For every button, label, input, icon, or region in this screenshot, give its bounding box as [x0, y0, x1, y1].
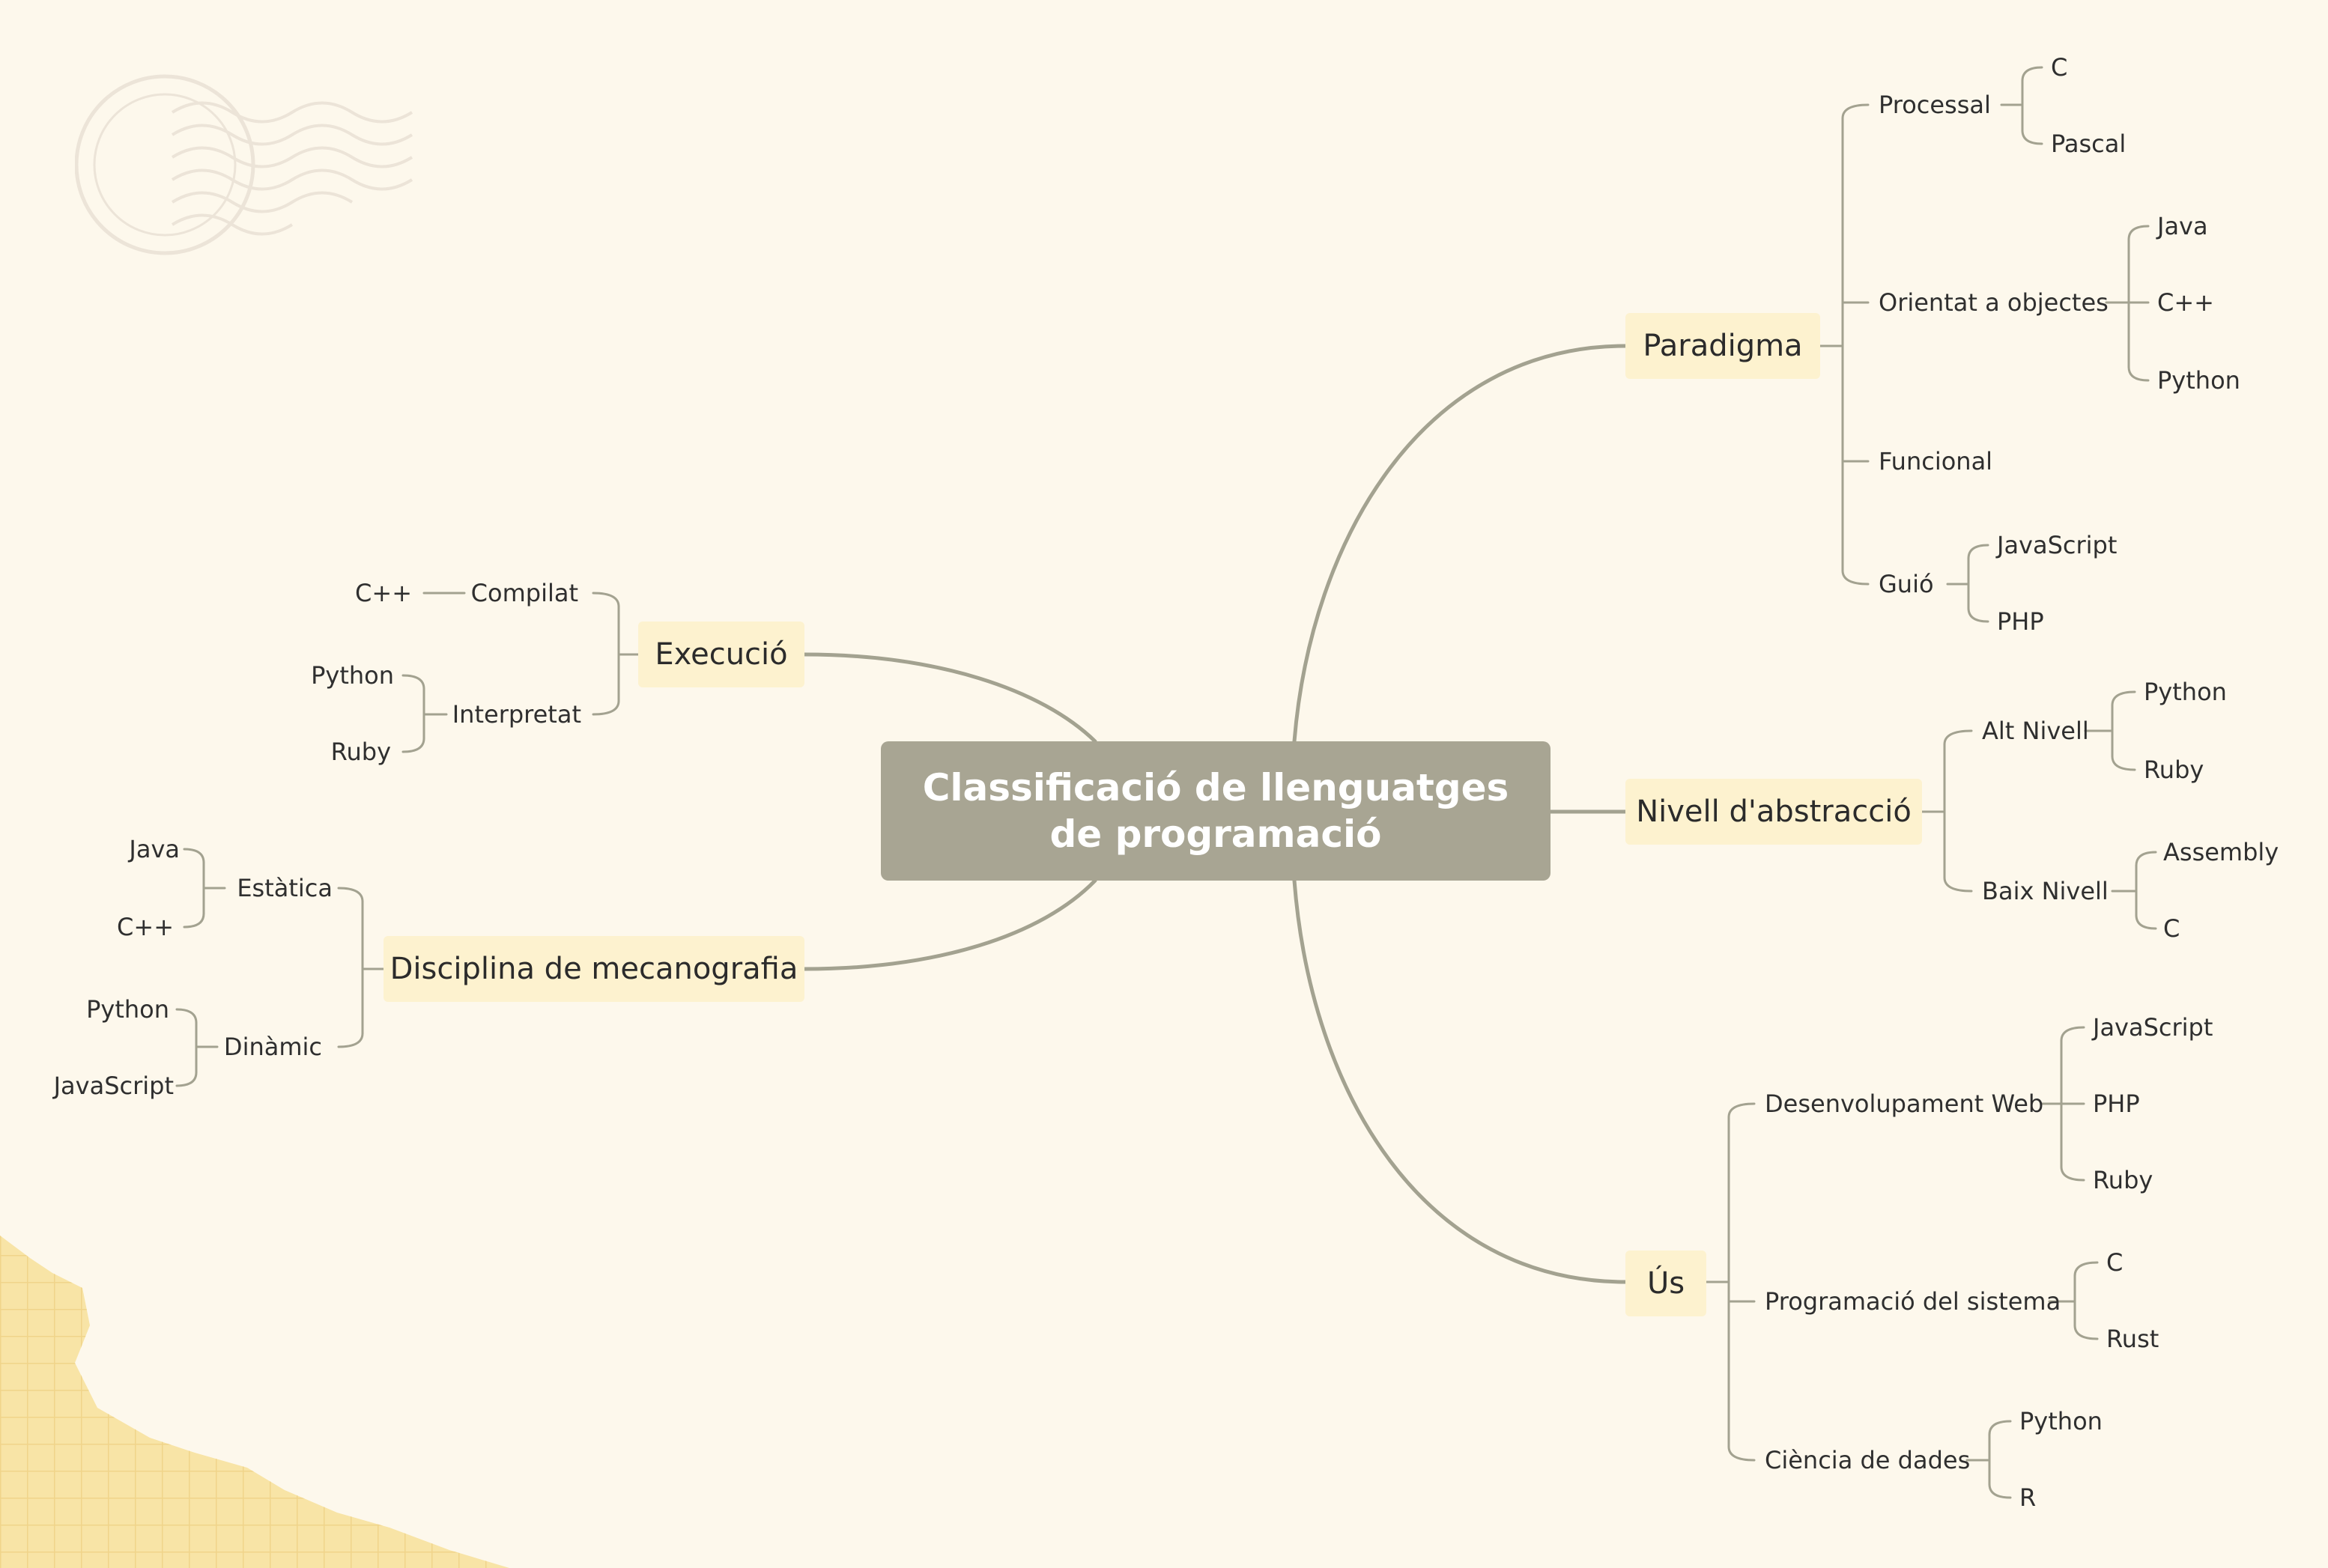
node-oo-cpp[interactable]: C++ [2157, 288, 2214, 317]
branch-us[interactable]: Ús [1625, 1251, 1706, 1316]
bracket-sistema-arm [2073, 1324, 2099, 1340]
branch-nivell-abstraccio[interactable]: Nivell d'abstracció [1625, 779, 1922, 845]
bracket-guio-arm [1967, 544, 1989, 560]
central-topic-label: Classificació de llenguatges de programa… [922, 766, 1509, 856]
node-processal[interactable]: Processal [1879, 91, 1991, 119]
bracket-processal-arm [2021, 129, 2043, 145]
branch-label: Ús [1646, 1266, 1685, 1301]
node-web-php[interactable]: PHP [2093, 1090, 2140, 1118]
bracket-interpretat-arm [401, 674, 425, 690]
node-compilat[interactable]: Compilat [470, 579, 578, 607]
bracket-dinamic-arm [175, 1008, 198, 1024]
bracket-us-arm [1727, 1445, 1756, 1462]
node-funcional[interactable]: Funcional [1879, 447, 1993, 475]
bracket-web-arm [2060, 1026, 2085, 1042]
node-dinamic-javascript[interactable]: JavaScript [53, 1072, 174, 1100]
bracket-execucio-arm [592, 592, 620, 608]
bracket-dades-arm [1988, 1483, 2012, 1499]
bracket-web-arm [2060, 1165, 2085, 1182]
bracket-estatica-arm [183, 848, 205, 864]
node-oo-java[interactable]: Java [2157, 212, 2208, 240]
node-interpretat-ruby[interactable]: Ruby [330, 738, 391, 766]
bracket-interpretat-arm [401, 737, 425, 753]
branch-label: Nivell d'abstracció [1636, 794, 1912, 829]
grid-paper-decoration [0, 1236, 509, 1568]
node-processal-c[interactable]: C [2051, 53, 2068, 82]
postmark-stamp-decoration [75, 74, 413, 255]
bracket-nivell-arm [1943, 729, 1973, 746]
node-programacio-sistema[interactable]: Programació del sistema [1765, 1287, 2061, 1316]
branch-label: Paradigma [1643, 329, 1803, 363]
link-disciplina [802, 878, 1097, 971]
node-dades-python[interactable]: Python [2019, 1407, 2103, 1435]
branch-execucio[interactable]: Execució [638, 622, 804, 687]
node-estatica[interactable]: Estàtica [237, 874, 333, 902]
bracket-alt-arm [2111, 690, 2136, 707]
node-guio-javascript[interactable]: JavaScript [1997, 531, 2118, 559]
branch-label: Disciplina de mecanografia [389, 952, 798, 986]
node-alt-nivell[interactable]: Alt Nivell [1982, 717, 2089, 745]
node-baix-c[interactable]: C [2163, 914, 2180, 943]
node-dinamic-python[interactable]: Python [86, 995, 169, 1024]
link-paradigma [1292, 344, 1628, 744]
node-guio-php[interactable]: PHP [1997, 607, 2044, 636]
node-processal-pascal[interactable]: Pascal [2051, 130, 2127, 158]
bracket-disciplina-arm [337, 887, 364, 903]
node-sistema-c[interactable]: C [2106, 1248, 2124, 1277]
branch-paradigma[interactable]: Paradigma [1625, 313, 1820, 379]
node-compilat-cpp[interactable]: C++ [355, 579, 412, 607]
branch-disciplina-mecanografia[interactable]: Disciplina de mecanografia [384, 936, 804, 1002]
node-guio[interactable]: Guió [1879, 570, 1934, 598]
node-alt-python[interactable]: Python [2144, 678, 2227, 706]
node-estatica-java[interactable]: Java [129, 835, 180, 863]
bracket-baix-arm [2135, 914, 2157, 930]
bracket-processal-arm [2021, 66, 2043, 82]
bracket-orientat-arm [2127, 365, 2150, 382]
bracket-dades-arm [1988, 1420, 2012, 1436]
link-us [1292, 878, 1628, 1284]
bracket-estatica-arm [183, 912, 205, 929]
bracket-guio-arm [1967, 607, 1989, 623]
central-topic[interactable]: Classificació de llenguatges de programa… [881, 741, 1551, 881]
node-desenvolupament-web[interactable]: Desenvolupament Web [1765, 1090, 2044, 1118]
bracket-dinamic-arm [175, 1071, 198, 1087]
bracket-execucio-arm [592, 699, 620, 716]
node-dinamic[interactable]: Dinàmic [223, 1033, 322, 1061]
bracket-alt-arm [2111, 755, 2136, 771]
bracket-disciplina-arm [337, 1032, 364, 1048]
node-baix-nivell[interactable]: Baix Nivell [1982, 877, 2109, 905]
branch-label: Execució [655, 637, 788, 672]
node-web-ruby[interactable]: Ruby [2093, 1166, 2153, 1194]
bracket-paradigma-arm [1841, 569, 1870, 586]
bracket-baix-arm [2135, 851, 2157, 867]
bracket-us-arm [1727, 1102, 1756, 1119]
node-baix-assembly[interactable]: Assembly [2163, 838, 2279, 866]
bracket-sistema-arm [2073, 1261, 2099, 1277]
node-sistema-rust[interactable]: Rust [2106, 1325, 2159, 1353]
node-ciencia-dades[interactable]: Ciència de dades [1765, 1446, 1971, 1474]
node-interpretat[interactable]: Interpretat [452, 700, 581, 729]
bracket-paradigma-arm [1841, 103, 1870, 120]
node-oo-python[interactable]: Python [2157, 366, 2240, 395]
node-interpretat-python[interactable]: Python [311, 661, 394, 690]
node-web-javascript[interactable]: JavaScript [2093, 1013, 2213, 1042]
node-alt-ruby[interactable]: Ruby [2144, 756, 2204, 784]
bracket-orientat-arm [2127, 225, 2150, 241]
bracket-nivell-arm [1943, 876, 1973, 893]
link-execucio [802, 652, 1097, 744]
node-orientat-objectes[interactable]: Orientat a objectes [1879, 288, 2109, 317]
node-dades-r[interactable]: R [2019, 1483, 2037, 1512]
node-estatica-cpp[interactable]: C++ [117, 913, 174, 941]
